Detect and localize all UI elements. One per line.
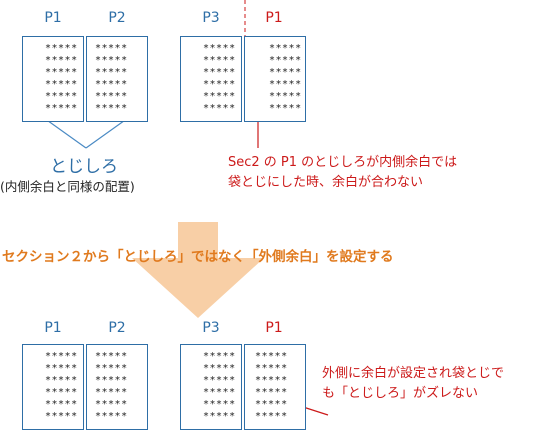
gutter-label: とじしろ	[50, 157, 118, 177]
big-down-arrow-icon	[132, 222, 264, 318]
page-text-lines: *************** ***************	[45, 351, 78, 422]
bottom-left-page-label-a: P1	[44, 320, 62, 336]
top-note: Sec2 の P1 のとじしろが内側余白では 袋とじにした時、余白が合わない	[228, 153, 457, 193]
top-right-page-label-b: P1	[265, 10, 283, 26]
top-note-line-1: Sec2 の P1 のとじしろが内側余白では	[228, 155, 458, 170]
gutter-sub-label: (内側余白と同様の配置)	[0, 179, 135, 194]
page-sheet: *************** ***************	[22, 344, 84, 430]
bottom-note: 外側に余白が設定され袋とじで も「とじしろ」がズレない	[322, 364, 504, 404]
page-text-lines: *************** ***************	[269, 43, 302, 114]
top-left-page-label-b: P2	[108, 10, 126, 26]
page-text-lines: *************** ***************	[255, 351, 288, 422]
page-sheet: *************** ***************	[180, 36, 242, 122]
page-sheet: *************** ***************	[86, 344, 148, 430]
page-text-lines: *************** ***************	[95, 43, 128, 114]
page-text-lines: *************** ***************	[95, 351, 128, 422]
page-sheet: *************** ***************	[22, 36, 84, 122]
page-text-lines: *************** ***************	[203, 351, 236, 422]
top-left-page-label-a: P1	[44, 10, 62, 26]
bottom-note-line-2: も「とじしろ」がズレない	[322, 386, 479, 401]
top-note-line-2: 袋とじにした時、余白が合わない	[228, 175, 424, 190]
bottom-note-line-1: 外側に余白が設定され袋とじで	[322, 366, 505, 381]
page-sheet: *************** ***************	[86, 36, 148, 122]
top-right-page-label-a: P3	[202, 10, 220, 26]
page-text-lines: *************** ***************	[203, 43, 236, 114]
bottom-right-page-label-b: P1	[265, 320, 283, 336]
page-sheet: *************** ***************	[244, 36, 306, 122]
bottom-right-page-label-a: P3	[202, 320, 220, 336]
bottom-left-page-label-b: P2	[108, 320, 126, 336]
page-sheet: *************** ***************	[244, 344, 306, 430]
page-text-lines: *************** ***************	[45, 43, 78, 114]
section-instruction-banner: セクション２から「とじしろ」ではなく「外側余白」を設定する	[2, 249, 394, 265]
page-sheet: *************** ***************	[180, 344, 242, 430]
